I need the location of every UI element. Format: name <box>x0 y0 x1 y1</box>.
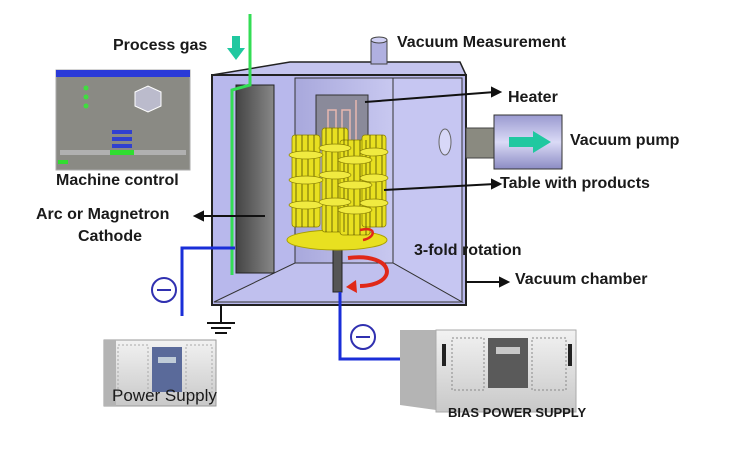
gas-flow-arrow-icon <box>227 36 245 60</box>
label-table-with-products: Table with products <box>500 175 650 192</box>
label-power-supply: Power Supply <box>112 386 217 405</box>
product-table <box>286 127 389 293</box>
label-vacuum-measurement: Vacuum Measurement <box>397 34 566 51</box>
cathode <box>230 14 275 275</box>
ground-icon <box>207 305 235 334</box>
label-rotation: 3-fold rotation <box>414 242 522 259</box>
label-machine-control: Machine control <box>56 172 179 189</box>
label-cathode-line2: Cathode <box>78 228 142 245</box>
label-process-gas: Process gas <box>113 37 208 54</box>
label-vacuum-pump: Vacuum pump <box>570 132 680 149</box>
pointer-arrows <box>192 86 511 288</box>
vacuum-pump <box>465 114 563 170</box>
label-heater: Heater <box>508 89 558 106</box>
electrical-lines <box>180 246 400 361</box>
rotation-arrowhead-icon <box>346 280 357 293</box>
machine-control-screen <box>55 69 191 171</box>
vacuum-gauge <box>370 36 388 65</box>
negative-polarity-icon <box>151 277 376 350</box>
label-cathode-line1: Arc or Magnetron <box>36 206 170 223</box>
pump-flow-arrow-icon <box>509 131 551 153</box>
rotation-arrow-icon <box>347 227 389 288</box>
bias-power-supply <box>400 329 577 413</box>
power-supply <box>103 339 217 407</box>
label-bias-power-supply: BIAS POWER SUPPLY <box>448 405 587 420</box>
gas-line <box>230 14 252 275</box>
label-vacuum-chamber: Vacuum chamber <box>515 271 648 288</box>
